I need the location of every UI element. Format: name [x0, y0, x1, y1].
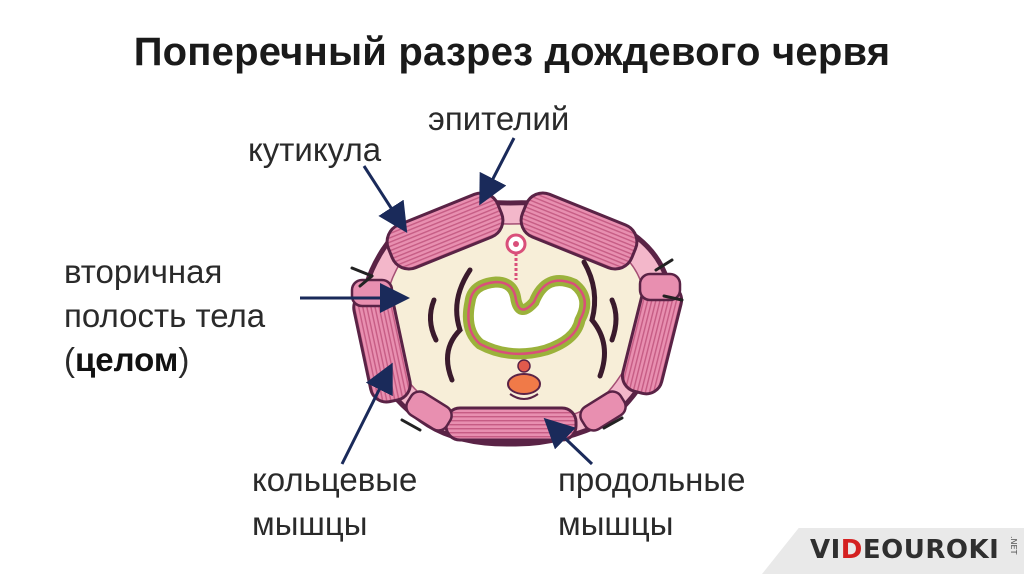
arrow-epithelium: [479, 137, 516, 206]
label-ring-muscles: кольцевые мышцы: [252, 458, 417, 546]
label-coelom-term: целом: [75, 341, 179, 378]
arrow-ring-muscles: [340, 362, 393, 465]
arrow-cuticle: [362, 165, 408, 234]
label-coelom-line1: вторичная: [64, 253, 223, 290]
label-coelom: вторичная полость тела (целом): [64, 250, 265, 382]
intestine-lining: [467, 279, 587, 356]
logo-accent: D: [840, 535, 863, 565]
label-coelom-line3: (целом): [64, 338, 265, 382]
paren-close: ): [178, 341, 190, 378]
muscle-block-top-left: [385, 191, 505, 271]
ventral-structures: [507, 359, 541, 400]
arrow-longitudinal-muscles: [543, 417, 594, 466]
muscle-block-bottom-right-small: [579, 390, 627, 432]
muscle-block-bottom: [444, 406, 578, 442]
label-long-line2: мышцы: [558, 505, 674, 542]
logo-suffix: EOUROKI: [862, 535, 1000, 565]
muscle-block-top-right: [519, 191, 639, 271]
muscle-block-left-small: [350, 278, 394, 308]
label-coelom-line2: полость тела: [64, 297, 266, 334]
setae: [350, 258, 684, 432]
paren-open: (: [64, 341, 75, 378]
dorsal-vessel: [505, 233, 527, 280]
page-title: Поперечный разрез дождевого червя: [133, 30, 891, 74]
videouroki-logo: VIDEOUROKI .NET: [762, 528, 1024, 574]
label-epithelium: эпителий: [428, 100, 570, 137]
muscle-block-bottom-left-small: [405, 390, 453, 432]
logo-prefix: VI: [810, 535, 841, 565]
nephridia: [428, 259, 619, 383]
longitudinal-muscle-blocks: [350, 191, 684, 442]
label-cuticle: кутикула: [248, 131, 382, 168]
logo-text: VIDEOUROKI: [810, 535, 999, 565]
pointer-arrows: [300, 137, 594, 466]
label-ring-line1: кольцевые: [252, 461, 418, 498]
logo-net: .NET: [1009, 536, 1018, 555]
label-longitudinal-muscles: продольные мышцы: [558, 458, 745, 546]
label-long-line1: продольные: [558, 461, 746, 498]
label-ring-line2: мышцы: [252, 505, 368, 542]
muscle-block-right-small: [638, 272, 682, 302]
